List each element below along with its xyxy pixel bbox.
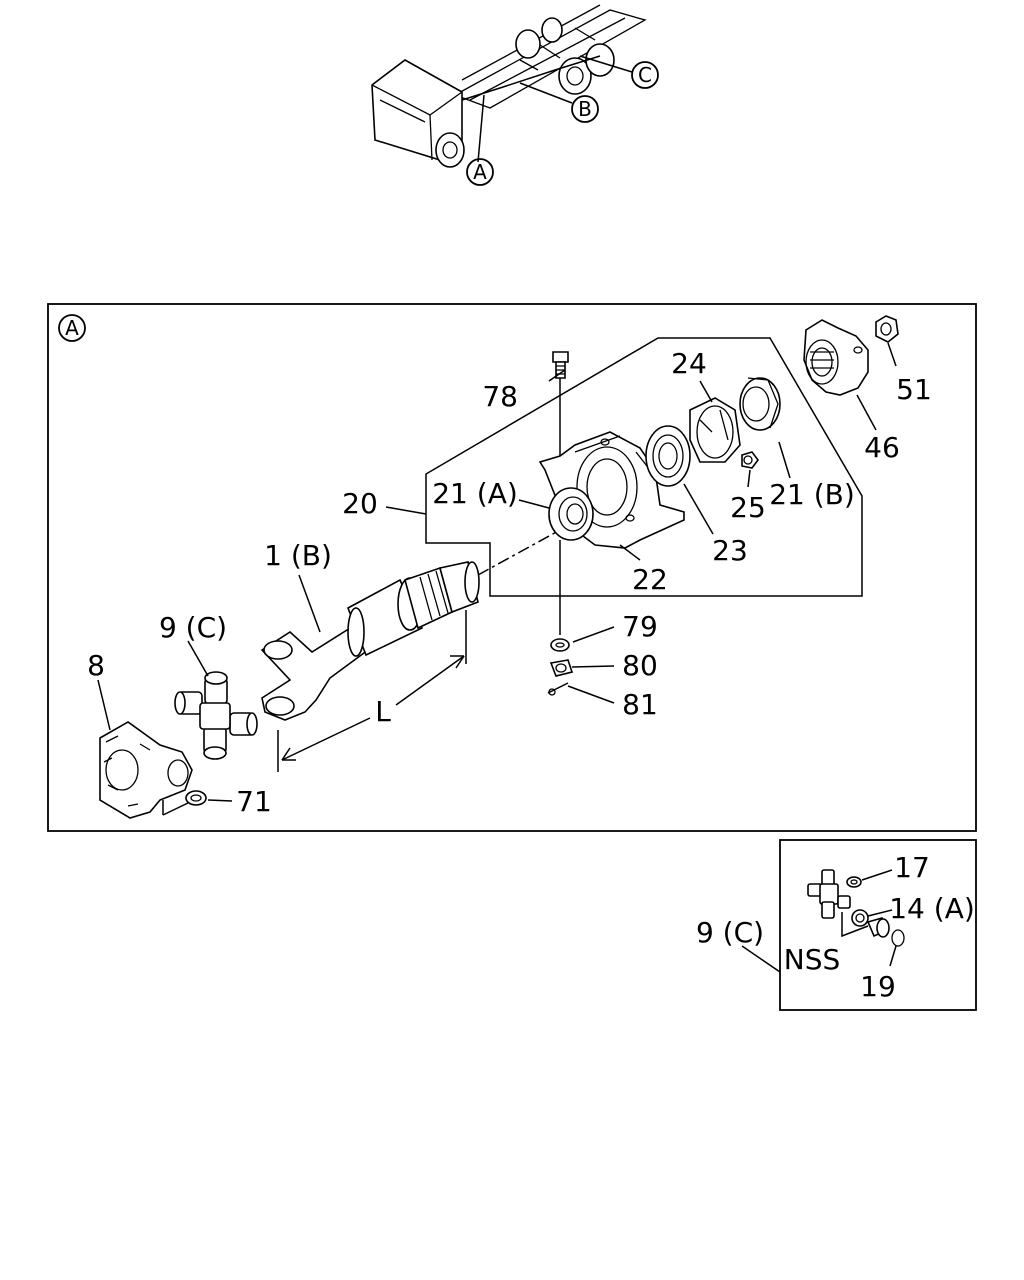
locator-marker-c-label: C: [638, 63, 652, 87]
castle-nut-80: [549, 659, 574, 677]
length-dimension: L: [277, 610, 467, 772]
callout-80: 80: [622, 649, 658, 682]
callout-79: 79: [622, 610, 658, 643]
callout-17: 17: [894, 851, 930, 884]
callout-25: 25: [730, 491, 766, 524]
callout-51: 51: [896, 373, 932, 406]
callout-detail-9c: 9 (C): [696, 916, 764, 949]
main-leader-lines: [97, 342, 897, 816]
locator-marker-a-label: A: [473, 160, 487, 184]
detail-seal: [851, 909, 869, 927]
washer-79: [550, 638, 570, 652]
propeller-shaft: [260, 561, 480, 721]
callout-71: 71: [236, 785, 272, 818]
detail-snap-ring: [891, 929, 905, 947]
callout-21b: 21 (B): [769, 478, 855, 511]
locator-marker-b: B: [571, 95, 599, 123]
callout-24: 24: [671, 347, 707, 380]
shaft-center-line: [477, 529, 561, 576]
callout-20: 20: [342, 487, 378, 520]
seal-21a: [548, 487, 594, 541]
callout-1b: 1 (B): [264, 539, 332, 572]
callout-46: 46: [864, 431, 900, 464]
view-a-frame: [47, 303, 977, 832]
callout-21a: 21 (A): [432, 477, 518, 510]
detail-bearing-cup: [866, 917, 890, 938]
detail-leader-lines: [741, 869, 897, 973]
center-bearing-group-outline: [425, 337, 863, 597]
grease-nipple: [741, 451, 759, 469]
companion-flange: [803, 319, 869, 396]
callout-9c: 9 (C): [159, 611, 227, 644]
dimension-l-label: L: [375, 695, 391, 728]
view-a-marker: A: [58, 314, 86, 342]
locator-marker-c: C: [631, 61, 659, 89]
ball-bearing: [645, 425, 691, 487]
flange-yoke: [99, 721, 193, 819]
flange-nut: [875, 315, 899, 343]
detail-spider-assembly: [807, 869, 851, 919]
cotter-pin-81: [547, 682, 569, 696]
callout-81: 81: [622, 688, 658, 721]
universal-joint-spider: [174, 671, 258, 760]
detail-view-frame: [779, 839, 977, 1011]
locator-marker-a: A: [466, 158, 494, 186]
callout-8: 8: [87, 649, 105, 682]
callout-78: 78: [482, 380, 518, 413]
seal-21b: [739, 377, 781, 431]
locator-marker-b-label: B: [578, 97, 592, 121]
callout-23: 23: [712, 534, 748, 567]
rubber-cushion: [689, 397, 741, 463]
nut-71: [185, 790, 207, 806]
nss-label: NSS: [784, 943, 841, 976]
callout-22: 22: [632, 563, 668, 596]
callout-14a: 14 (A): [889, 892, 975, 925]
view-a-marker-label: A: [65, 316, 79, 340]
detail-needle-cup: [846, 876, 862, 888]
truck-locator-illustration: [371, 4, 647, 168]
callout-19: 19: [860, 970, 896, 1003]
